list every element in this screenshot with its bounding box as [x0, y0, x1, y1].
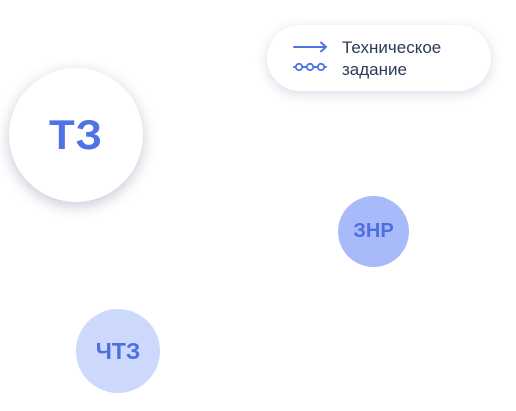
- arrow-icon: [293, 41, 327, 53]
- node-tz: ТЗ: [9, 68, 143, 202]
- node-chtz-label: ЧТЗ: [95, 337, 141, 364]
- legend: Техническое задание: [267, 25, 491, 91]
- legend-label: Техническое задание: [342, 38, 442, 79]
- node-znr-label: ЗНР: [353, 220, 394, 242]
- node-chtz: ЧТЗ: [76, 309, 160, 393]
- legend-icon: [293, 41, 327, 72]
- node-znr: ЗНР: [338, 196, 409, 267]
- dotted-connector-icon: [293, 62, 327, 72]
- node-tz-label: ТЗ: [49, 111, 103, 158]
